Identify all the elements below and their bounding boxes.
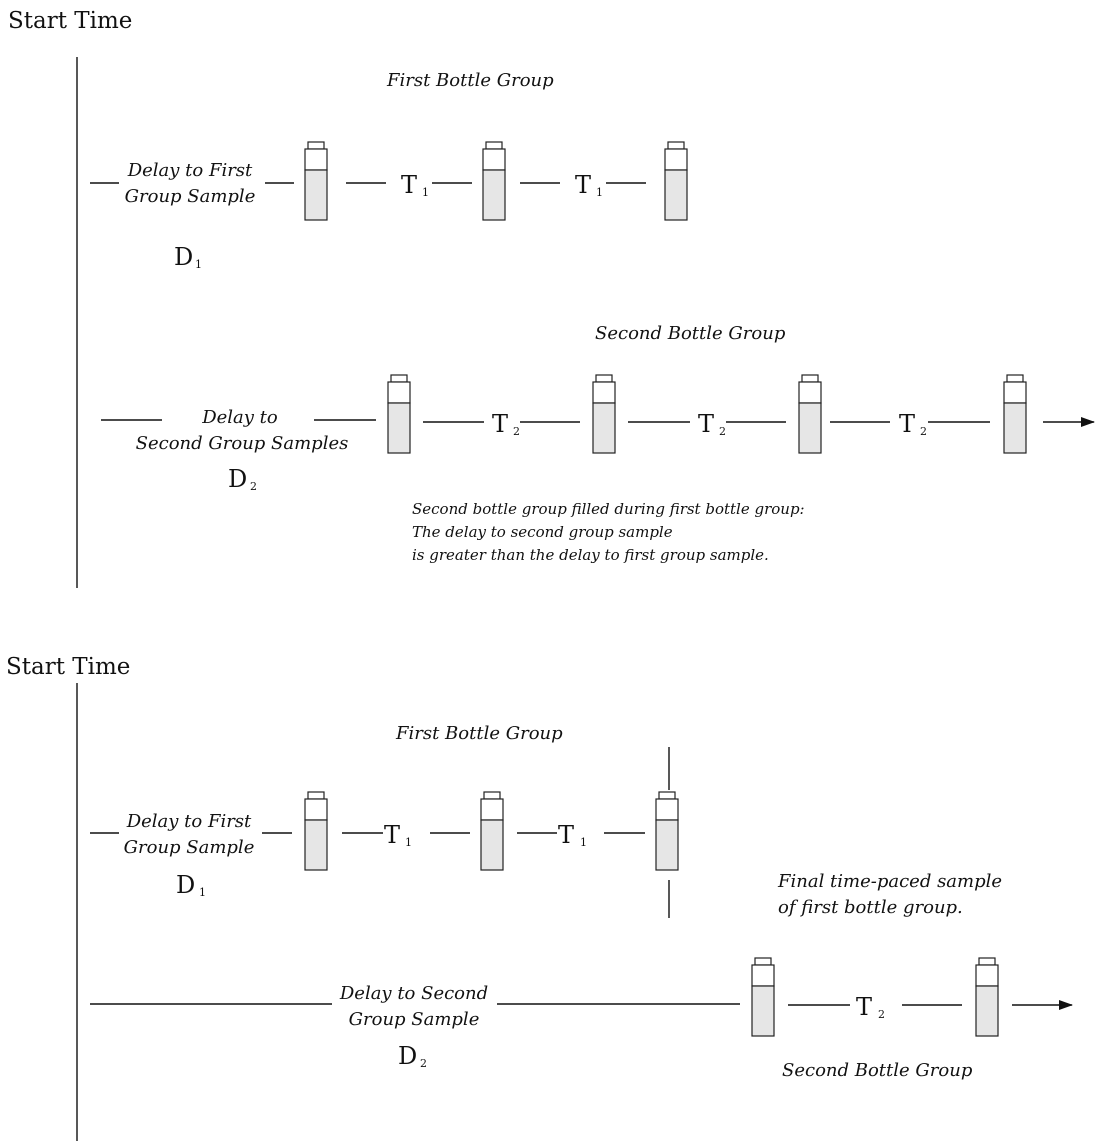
sample-bottle-icon bbox=[655, 791, 679, 871]
t2-label: T bbox=[899, 410, 915, 438]
delay-second-label-line2: Group Sample bbox=[349, 1009, 480, 1030]
sample-bottle-icon bbox=[480, 791, 504, 871]
t1-label: T bbox=[558, 821, 574, 849]
t2-label: T bbox=[856, 993, 872, 1021]
t1-subscript: 1 bbox=[405, 836, 412, 849]
delay-first-label-line2: Group Sample bbox=[125, 186, 256, 207]
t1-label: T bbox=[384, 821, 400, 849]
d1-label: D bbox=[174, 243, 193, 271]
top-diagram: Start Time First Bottle Group Delay to F… bbox=[8, 8, 1095, 588]
d2-subscript: 2 bbox=[420, 1057, 427, 1070]
sample-bottle-icon bbox=[387, 374, 411, 454]
sample-bottle-icon bbox=[482, 141, 506, 221]
final-sample-note-line1: Final time-paced sample bbox=[777, 871, 1002, 892]
first-group-row: Delay to First Group Sample T 1 T 1 bbox=[90, 747, 679, 918]
delay-second-label-line2: Second Group Samples bbox=[136, 433, 349, 454]
sample-bottle-icon bbox=[1003, 374, 1027, 454]
d2-label: D bbox=[228, 465, 247, 493]
delay-second-label-line1: Delay to bbox=[201, 407, 278, 428]
start-time-label: Start Time bbox=[6, 654, 130, 680]
t1-label: T bbox=[401, 171, 417, 199]
note-line: Second bottle group filled during first … bbox=[412, 500, 805, 518]
d2-subscript: 2 bbox=[250, 480, 257, 493]
second-group-title: Second Bottle Group bbox=[782, 1060, 973, 1081]
t1-label: T bbox=[575, 171, 591, 199]
t1-subscript: 1 bbox=[596, 186, 603, 199]
delay-second-label-line1: Delay to Second bbox=[339, 983, 488, 1004]
t2-label: T bbox=[492, 410, 508, 438]
note-line: is greater than the delay to first group… bbox=[412, 546, 769, 564]
sample-bottle-icon bbox=[592, 374, 616, 454]
explanation-note: Second bottle group filled during first … bbox=[412, 500, 805, 564]
bottom-diagram: Start Time First Bottle Group Delay to F… bbox=[6, 654, 1073, 1141]
d1-label: D bbox=[176, 871, 195, 899]
second-group-row: Delay to Second Group Samples T 2 T 2 bbox=[101, 374, 1095, 454]
sample-bottle-icon bbox=[798, 374, 822, 454]
first-group-title: First Bottle Group bbox=[386, 70, 554, 91]
second-group-row: Delay to Second Group Sample T 2 bbox=[90, 957, 1073, 1037]
final-sample-note-line2: of first bottle group. bbox=[778, 897, 963, 918]
sample-bottle-icon bbox=[975, 957, 999, 1037]
t2-label: T bbox=[698, 410, 714, 438]
sample-bottle-icon bbox=[664, 141, 688, 221]
d1-subscript: 1 bbox=[199, 886, 206, 899]
t2-subscript: 2 bbox=[920, 425, 927, 438]
second-group-title: Second Bottle Group bbox=[595, 323, 786, 344]
first-group-title: First Bottle Group bbox=[395, 723, 563, 744]
note-line: The delay to second group sample bbox=[412, 523, 673, 541]
first-group-row: Delay to First Group Sample T 1 T 1 bbox=[90, 141, 688, 221]
sample-bottle-icon bbox=[751, 957, 775, 1037]
t1-subscript: 1 bbox=[580, 836, 587, 849]
t1-subscript: 1 bbox=[422, 186, 429, 199]
start-time-label: Start Time bbox=[8, 8, 132, 34]
t2-subscript: 2 bbox=[513, 425, 520, 438]
d1-subscript: 1 bbox=[195, 258, 202, 271]
delay-first-label-line2: Group Sample bbox=[124, 837, 255, 858]
t2-subscript: 2 bbox=[719, 425, 726, 438]
sample-bottle-icon bbox=[304, 141, 328, 221]
t2-subscript: 2 bbox=[878, 1008, 885, 1021]
delay-first-label-line1: Delay to First bbox=[126, 811, 252, 832]
sample-bottle-icon bbox=[304, 791, 328, 871]
d2-label: D bbox=[398, 1042, 417, 1070]
delay-first-label-line1: Delay to First bbox=[127, 160, 253, 181]
